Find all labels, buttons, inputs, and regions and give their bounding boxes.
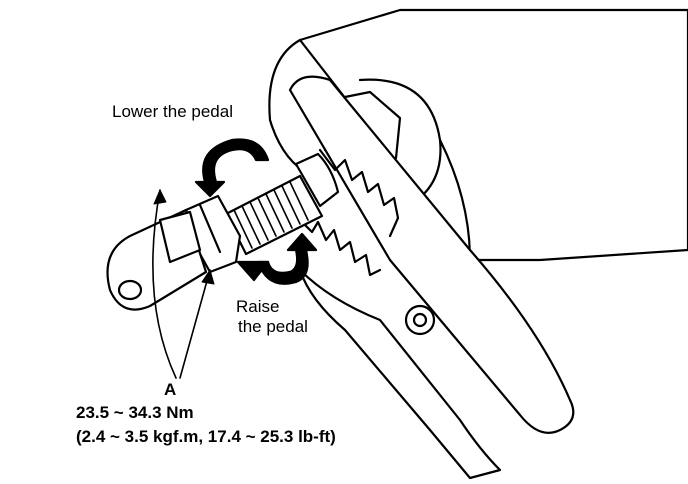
raise-pedal-label: Raise the pedal	[236, 297, 308, 336]
pliers-lower-handle	[298, 268, 502, 480]
pliers-upper-jaw	[318, 148, 400, 238]
lower-pedal-label: Lower the pedal	[112, 102, 233, 121]
booster-flange	[268, 38, 312, 177]
push-rod-collar	[294, 152, 340, 208]
raise-pedal-line2: the pedal	[238, 316, 308, 336]
pliers-lower-jaw	[298, 218, 382, 277]
clevis-pin-hole	[117, 279, 143, 301]
part-letter-a: A	[164, 380, 177, 399]
raise-pedal-line1: Raise	[236, 297, 280, 316]
booster-edge	[438, 138, 472, 262]
torque-spec-nm: 23.5 ~ 34.3 Nm	[76, 403, 194, 422]
pliers-upper-handle	[288, 75, 575, 434]
lower-pedal-arrow	[194, 138, 270, 198]
leader-line-a-left	[152, 189, 177, 379]
raise-pedal-arrow	[256, 232, 318, 285]
torque-spec-alt-units: (2.4 ~ 3.5 kgf.m, 17.4 ~ 25.3 lb-ft)	[76, 427, 336, 446]
